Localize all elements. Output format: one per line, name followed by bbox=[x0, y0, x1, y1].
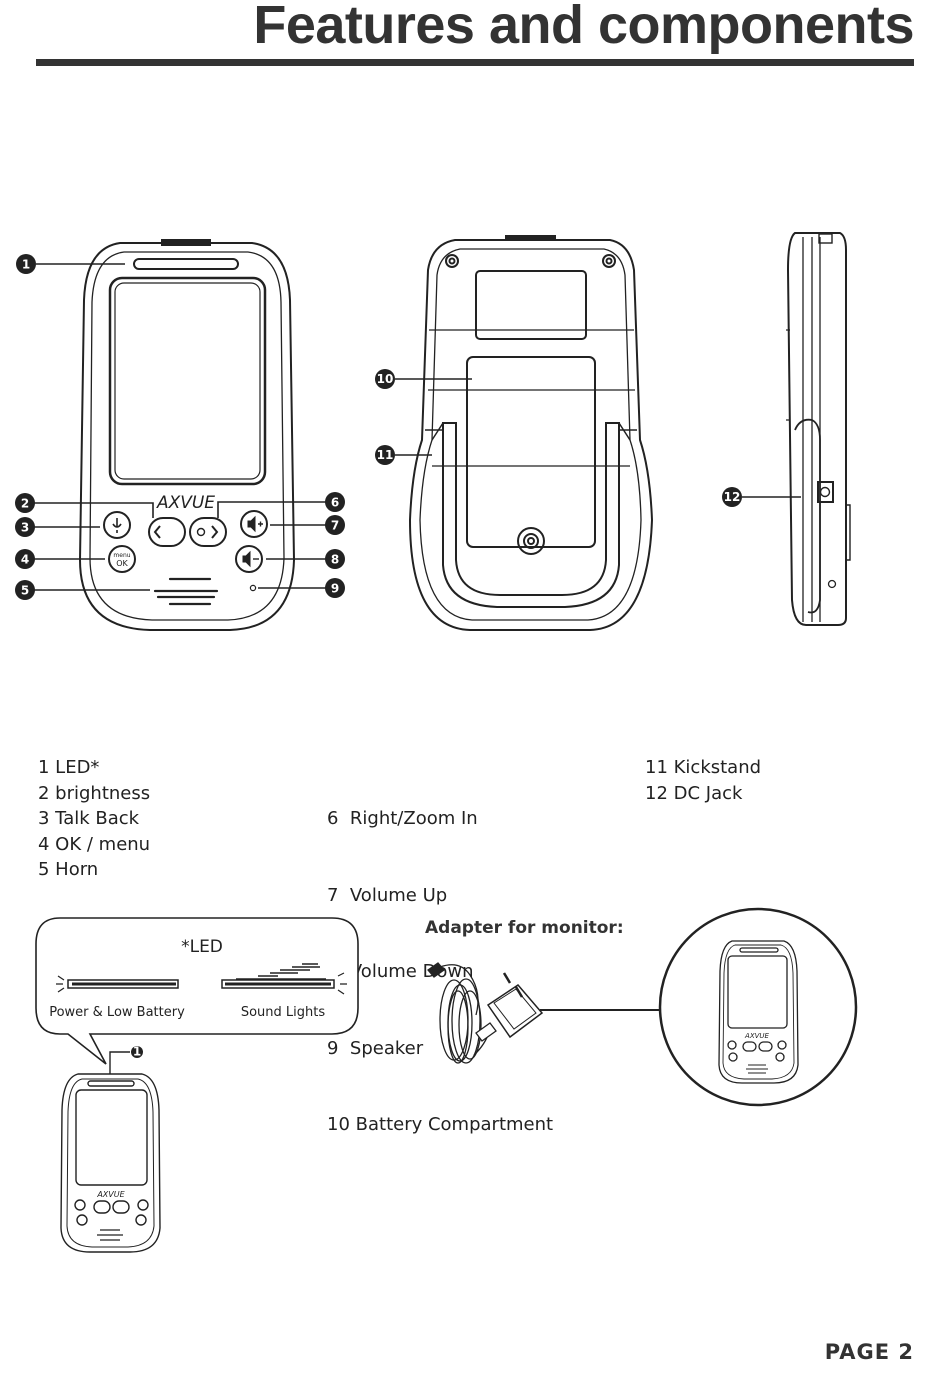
svg-text:10: 10 bbox=[377, 372, 394, 386]
svg-text:4: 4 bbox=[21, 553, 29, 567]
volume-up-button bbox=[240, 510, 268, 538]
svg-text:2: 2 bbox=[21, 497, 29, 511]
callout-5: 5 bbox=[15, 580, 35, 600]
led-illustration: *LED Power & Low Battery Sound Lights AX… bbox=[35, 917, 359, 1253]
side-view bbox=[786, 232, 851, 626]
legend-item: 7 Volume Up bbox=[327, 884, 448, 906]
device-diagram: AXVUE menu OK bbox=[15, 232, 851, 631]
adapter-title: Adapter for monitor: bbox=[425, 918, 624, 938]
svg-text:9: 9 bbox=[331, 582, 339, 596]
dc-jack bbox=[817, 481, 834, 503]
legend-item: 10 Battery Compartment bbox=[327, 1114, 554, 1135]
front-view bbox=[78, 239, 296, 631]
title-underline bbox=[36, 59, 914, 66]
volume-down-button bbox=[235, 545, 263, 573]
legend-column-3: 11 Kickstand 12 DC Jack bbox=[645, 755, 761, 806]
led-callout-1: 1 bbox=[131, 1045, 143, 1059]
brand-logo: AXVUE bbox=[156, 493, 215, 513]
svg-text:1: 1 bbox=[133, 1045, 141, 1059]
callout-10: 10 bbox=[375, 369, 395, 389]
legend-item: 11 Kickstand bbox=[645, 757, 762, 778]
brightness-button bbox=[148, 517, 186, 547]
legend-item: 3 Talk Back bbox=[38, 808, 140, 829]
callout-11: 11 bbox=[375, 445, 395, 465]
led-box-title: *LED bbox=[181, 937, 223, 957]
sound-lights-label: Sound Lights bbox=[241, 1005, 326, 1020]
svg-text:7: 7 bbox=[331, 519, 339, 533]
legend-item: 6 Right/Zoom In bbox=[327, 808, 478, 829]
svg-text:6: 6 bbox=[331, 496, 339, 510]
circle-device bbox=[718, 940, 799, 1084]
adapter-illustration: AXVUE bbox=[427, 907, 858, 1107]
callout-8: 8 bbox=[325, 549, 345, 569]
svg-text:12: 12 bbox=[724, 490, 741, 504]
kickstand bbox=[442, 422, 620, 608]
legend-item: 2 brightness bbox=[38, 782, 151, 804]
legend-item: 4 OK / menu bbox=[38, 833, 151, 855]
callout-7: 7 bbox=[325, 515, 345, 535]
wall-plug bbox=[475, 972, 544, 1042]
svg-text:11: 11 bbox=[377, 448, 394, 462]
svg-text:8: 8 bbox=[331, 553, 339, 567]
svg-text:3: 3 bbox=[21, 521, 29, 535]
callout-9: 9 bbox=[325, 578, 345, 598]
ok-menu-button bbox=[108, 545, 136, 573]
led-speech-bubble bbox=[35, 917, 359, 1065]
horn-grille bbox=[153, 577, 219, 606]
led-strip bbox=[133, 258, 239, 270]
page-title: Features and components bbox=[253, 0, 914, 55]
speaker-hole bbox=[249, 584, 257, 592]
battery-compartment bbox=[466, 356, 596, 548]
legend-item: 9 Speaker bbox=[327, 1037, 424, 1059]
power-low-battery-label: Power & Low Battery bbox=[49, 1005, 185, 1020]
callout-2: 2 bbox=[15, 493, 35, 513]
callout-12: 12 bbox=[722, 487, 742, 507]
callout-1: 1 bbox=[16, 254, 36, 274]
legend-item: 12 DC Jack bbox=[645, 782, 743, 804]
coiled-cable bbox=[427, 962, 491, 1064]
small-brand-logo: AXVUE bbox=[96, 1190, 125, 1199]
ok-label: OK bbox=[116, 559, 128, 568]
back-view bbox=[408, 235, 654, 631]
monitor-circle bbox=[658, 907, 858, 1107]
talk-back-button bbox=[103, 511, 131, 539]
svg-text:5: 5 bbox=[21, 584, 29, 598]
callout-4: 4 bbox=[15, 549, 35, 569]
svg-text:1: 1 bbox=[22, 258, 30, 272]
legend-item: 5 Horn bbox=[38, 859, 99, 880]
legend-column-1: 1 LED* 2 brightness 3 Talk Back 4 OK / m… bbox=[38, 755, 150, 883]
circle-brand-logo: AXVUE bbox=[744, 1032, 769, 1040]
menu-label: menu bbox=[113, 552, 130, 559]
legend-item: 1 LED* bbox=[38, 757, 100, 778]
callout-6: 6 bbox=[325, 492, 345, 512]
small-device bbox=[60, 1073, 161, 1253]
page-number: PAGE 2 bbox=[824, 1340, 914, 1364]
right-zoom-button bbox=[189, 517, 227, 547]
screen bbox=[108, 276, 267, 486]
callout-3: 3 bbox=[15, 517, 35, 537]
